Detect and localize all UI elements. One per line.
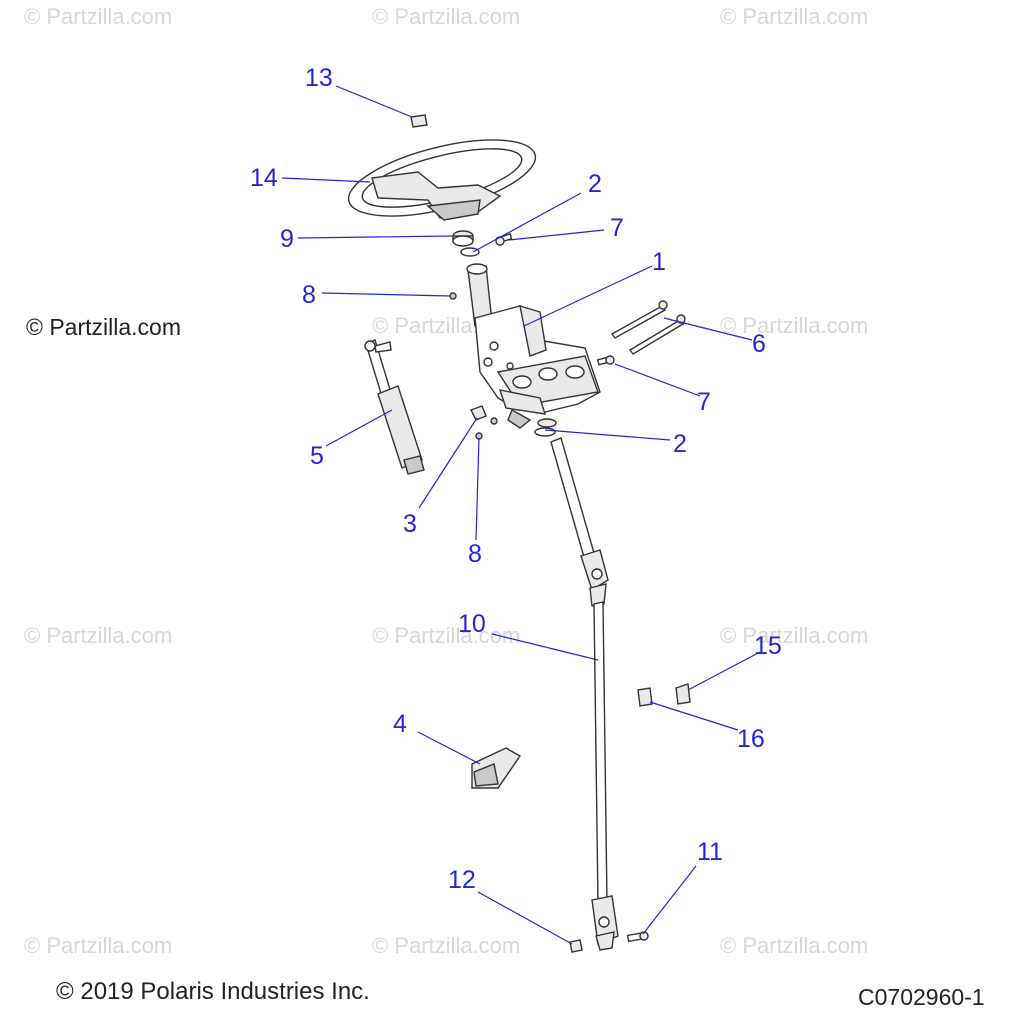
callout-15: 15	[754, 632, 782, 660]
watermark: © Partzilla.com	[24, 933, 173, 958]
watermark: © Partzilla.com	[24, 623, 173, 648]
callout-3: 3	[403, 510, 417, 538]
callout-7-upper: 7	[610, 214, 624, 242]
lower-nut-part	[470, 405, 498, 440]
watermark: © Partzilla.com	[720, 933, 869, 958]
callout-6: 6	[752, 330, 766, 358]
callout-10: 10	[458, 610, 486, 638]
watermark: © Partzilla.com	[24, 4, 173, 29]
cap-part	[410, 114, 428, 128]
side-copyright: © Partzilla.com	[26, 314, 181, 340]
bottom-nut-part	[569, 939, 583, 953]
long-bolt-part	[610, 300, 686, 355]
diagram-code: C0702960-1	[858, 984, 985, 1010]
callout-5: 5	[310, 442, 324, 470]
callout-8-lower: 8	[468, 540, 482, 568]
steering-shaft-part	[550, 437, 619, 951]
gas-strut-part	[364, 339, 425, 475]
callout-11: 11	[697, 838, 723, 866]
watermark: © Partzilla.com	[720, 313, 869, 338]
callout-1: 1	[652, 248, 666, 276]
callout-12: 12	[448, 866, 476, 894]
leader-lines	[281, 85, 761, 945]
small-nut-part	[449, 292, 457, 300]
callout-2-upper: 2	[588, 170, 602, 198]
watermark: © Partzilla.com	[372, 933, 521, 958]
callout-4: 4	[393, 710, 407, 738]
lower-bushing-part	[534, 418, 557, 437]
callout-7-lower: 7	[697, 388, 711, 416]
callout-14: 14	[250, 164, 278, 192]
lower-screw-part	[596, 355, 615, 366]
watermark: © Partzilla.com	[720, 623, 869, 648]
clip-part	[637, 683, 691, 707]
column-bracket-part	[466, 263, 601, 429]
bottom-bolt-part	[626, 931, 649, 943]
callout-9: 9	[280, 225, 294, 253]
steering-wheel-part	[347, 139, 537, 221]
watermark: © Partzilla.com	[372, 623, 521, 648]
callout-16: 16	[737, 725, 765, 753]
callout-13: 13	[305, 64, 333, 92]
upper-bushing-part	[452, 230, 480, 257]
callout-8-upper: 8	[302, 281, 316, 309]
callout-2-lower: 2	[673, 430, 687, 458]
watermark: © Partzilla.com	[720, 4, 869, 29]
watermark: © Partzilla.com	[372, 4, 521, 29]
footer-copyright: © 2019 Polaris Industries Inc.	[56, 978, 370, 1005]
cover-part	[471, 747, 522, 789]
